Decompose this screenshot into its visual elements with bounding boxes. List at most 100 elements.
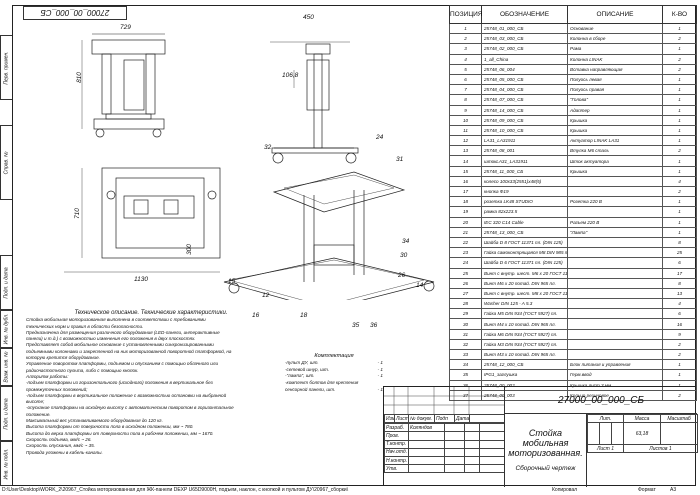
description-line: Высота платформы от поверхности пола в и… — [26, 424, 194, 430]
signature-person — [408, 439, 445, 449]
spec-cell-qty: 1 — [662, 114, 697, 126]
spec-cell-qty: 4 — [662, 298, 697, 310]
spec-cell-qty: 1 — [662, 226, 697, 238]
spec-cell-qty: 1 — [662, 22, 697, 35]
description-line: высоте; — [26, 399, 45, 405]
spec-cell-designation: LA31_LA31911 — [481, 135, 568, 147]
spec-cell-pos: 26 — [449, 277, 482, 289]
signature-cell — [464, 455, 480, 466]
left-field-inv-dubl: Инв. № дубл. — [0, 310, 12, 348]
spec-cell-designation: 25748_09_000_СБ — [481, 114, 568, 126]
spec-cell-description — [567, 277, 663, 289]
spec-cell-qty: 2 — [662, 53, 697, 65]
spec-cell-description — [567, 247, 663, 259]
technical-description: Техническое описание. Технические характ… — [26, 310, 276, 456]
dim-450: 450 — [303, 14, 314, 21]
spec-cell-description — [567, 348, 663, 361]
spec-cell-designation: Винт M4 x 10 потай. DIN 965 пл. — [481, 318, 568, 330]
spec-cell-pos: 15 — [449, 165, 482, 177]
format-value: А3 — [670, 487, 677, 493]
spec-cell-designation: Шайба D 8 ГОСТ 11371 пл. (DIN 125) — [481, 236, 568, 249]
spec-cell-pos: 9 — [449, 104, 482, 116]
spec-cell-description — [567, 185, 663, 198]
spec-cell-pos: 10 — [449, 114, 482, 126]
spec-cell-designation: 1_all_China — [481, 53, 568, 65]
spec-cell-designation: Винт с внутр. шест. M8 x 20 ГОСТ 11738 (… — [481, 287, 568, 300]
spec-cell-designation: 25748_01_000_СБ — [481, 22, 568, 35]
kit-item: -пульт ДУ, шт. — [285, 359, 319, 365]
description-line: Скорость опускания, мм/с ~ 35. — [26, 443, 95, 449]
spec-cell-description: Блок питания и управления — [567, 359, 663, 371]
spec-cell-qty: 1 — [662, 206, 697, 218]
spec-cell-qty: 6 — [662, 308, 697, 320]
signature-cell — [464, 439, 480, 449]
sig-header-podp: Подп — [434, 413, 455, 424]
spec-cell-pos: 28 — [449, 298, 482, 310]
left-field-podp-data-1: Подп. и дата — [0, 255, 12, 310]
spec-cell-qty: 1 — [662, 359, 697, 371]
isometric-view — [223, 171, 435, 318]
callout-30: 30 — [400, 252, 408, 259]
callout-24: 24 — [376, 134, 384, 141]
kit-qty: - 1 — [377, 359, 383, 365]
spec-cell-pos: 5 — [449, 63, 482, 75]
kit-row: -пульт ДУ, шт. - 1 — [285, 360, 383, 367]
spec-cell-designation: Винт M6 x 20 потай. DIN 965 пл. — [481, 277, 568, 289]
assembly-views — [64, 33, 435, 318]
spec-cell-pos: 7 — [449, 84, 482, 96]
spec-cell-description: Колонна LINAK — [567, 53, 663, 65]
spec-cell-qty: 25 — [662, 247, 697, 259]
spec-cell-qty: 1 — [662, 155, 697, 167]
mass-value: 63,18 — [623, 422, 661, 445]
spec-cell-qty: 9 — [662, 328, 697, 340]
kit-row: -комплект болтов для крепления — [285, 380, 383, 387]
description-line: Предназначена для размещения различного … — [26, 329, 220, 335]
sheets-label-cell: Листов 1 — [623, 444, 698, 453]
kit-row: сенсорной панели, шт.- 1 — [285, 387, 383, 394]
spec-cell-pos: 2 — [449, 33, 482, 45]
description-line: -подъем платформы в вертикальное положен… — [26, 392, 227, 398]
kit-item: -комплект болтов для крепления — [285, 380, 359, 386]
kit-row: -"лампа", шт.- 1 — [285, 373, 383, 380]
file-path: D:\User\Desktop\WORK_2\20967_Стойка мото… — [2, 487, 349, 493]
spec-cell-designation: 25748_03_000_СБ — [481, 33, 568, 45]
spec-cell-designation: Винт с внутр. шест. M6 x 20 ГОСТ 11738 (… — [481, 267, 568, 279]
signature-role: Пров. — [384, 431, 409, 441]
spec-cell-qty: 2 — [662, 145, 697, 157]
spec-cell-designation: кнопка Ф19 — [481, 185, 568, 198]
spec-cell-description — [567, 308, 663, 320]
kit-qty: - 1 — [377, 386, 383, 392]
side-view — [270, 41, 359, 164]
title-block-signatures: Изм Лист № докум. Подп Дата Разраб.Колян… — [384, 413, 505, 474]
spec-cell-pos: 31 — [449, 328, 482, 340]
spec-cell-qty: 1 — [662, 135, 697, 147]
kit-item: -сетевой шнур, шт. — [285, 366, 330, 372]
dim-710: 710 — [73, 208, 81, 219]
spec-cell-description: Розетка 220 В — [567, 196, 663, 208]
spec-cell-description: Адаптер — [567, 104, 663, 116]
signature-cell — [479, 447, 505, 457]
spec-cell-designation: 25748_06_004 — [481, 63, 568, 75]
spec-cell-designation: Гайка самоконтрящаяся M8 DIN 985 пл. — [481, 247, 568, 259]
sheet-row: Лист 1 Листов 1 — [587, 444, 698, 453]
spec-cell-designation: 25748_14_000_СБ — [481, 104, 568, 116]
signature-person — [408, 455, 445, 466]
signature-row: Н.контр. — [384, 455, 505, 466]
spec-cell-pos: 16 — [449, 175, 482, 188]
spec-cell-description — [567, 328, 663, 340]
spec-cell-description: Втулка M6 сталь — [567, 145, 663, 157]
signature-cell — [444, 464, 465, 474]
spec-cell-pos: 24 — [449, 257, 482, 269]
sheets-number: 1 — [668, 445, 672, 452]
kit-qty: - 1 — [377, 366, 383, 372]
spec-cell-pos: 19 — [449, 206, 482, 218]
lit-cell-1 — [587, 422, 600, 445]
description-line: Управление поворотом платформы, подъемом… — [26, 361, 219, 367]
